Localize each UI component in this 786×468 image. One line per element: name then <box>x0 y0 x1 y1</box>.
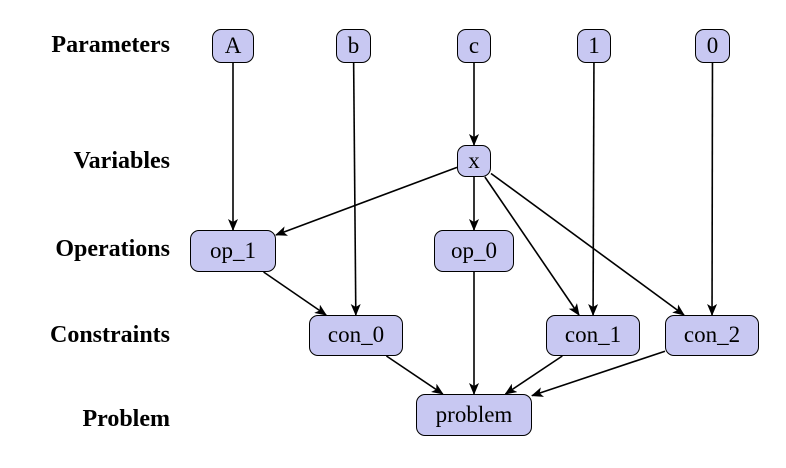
node-param-one[interactable]: 1 <box>577 29 611 63</box>
row-label-parameters: Parameters <box>51 32 170 58</box>
node-op-1[interactable]: op_1 <box>190 230 276 272</box>
node-con-2[interactable]: con_2 <box>665 315 759 356</box>
edge-con_0-to-problem <box>385 355 444 395</box>
edge-con_2-to-problem <box>531 350 666 397</box>
node-con-1[interactable]: con_1 <box>546 315 640 356</box>
node-param-c[interactable]: c <box>457 29 491 63</box>
node-problem[interactable]: problem <box>416 394 532 436</box>
edge-x-to-con_1 <box>484 176 580 316</box>
row-label-operations: Operations <box>55 236 170 262</box>
row-label-constraints: Constraints <box>49 322 170 348</box>
row-label-variables: Variables <box>73 148 170 174</box>
row-label-problem: Problem <box>82 406 170 432</box>
node-param-zero[interactable]: 0 <box>695 29 730 63</box>
node-con-0[interactable]: con_0 <box>309 315 403 356</box>
node-variable-x[interactable]: x <box>457 145 491 177</box>
edge-one-to-con_1 <box>588 62 599 316</box>
edge-b-to-con_0 <box>350 62 361 316</box>
edge-x-to-op_1 <box>275 166 458 236</box>
edge-con_1-to-problem <box>504 355 563 395</box>
node-op-0[interactable]: op_0 <box>434 230 514 272</box>
node-param-a[interactable]: A <box>212 29 254 63</box>
edge-x-to-con_2 <box>490 172 685 316</box>
edge-op_1-to-con_0 <box>263 271 327 316</box>
node-param-b[interactable]: b <box>336 29 371 63</box>
